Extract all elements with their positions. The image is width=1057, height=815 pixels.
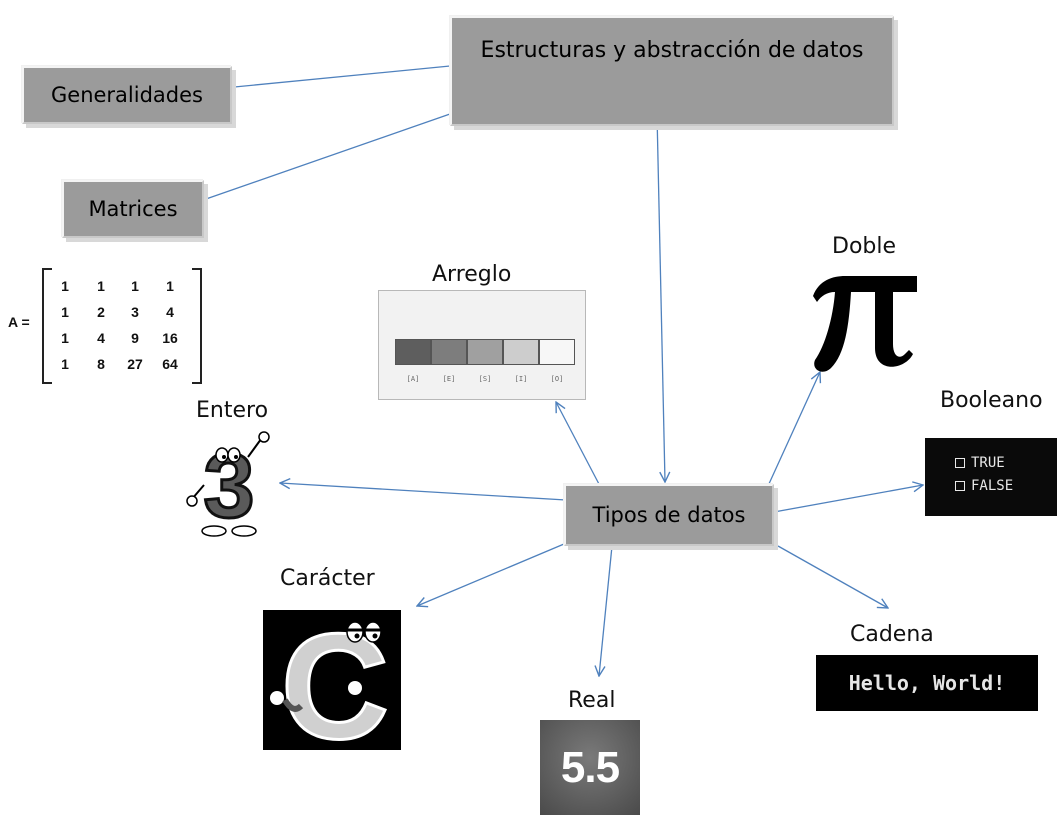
false-text: FALSE: [971, 478, 1014, 494]
arreglo-index: [I]: [514, 375, 528, 383]
matrix-cell: 1: [166, 278, 174, 294]
checkbox-false: FALSE: [955, 478, 1013, 494]
matrix-cell: 1: [61, 330, 69, 346]
arrow-tipos-to-arreglo: [556, 402, 601, 487]
node-estructuras: Estructuras y abstracción de datos: [450, 16, 894, 126]
matrix-bracket-right: [192, 268, 202, 384]
arrow-tipos-to-cadena: [777, 545, 888, 608]
number-three-cartoon-icon: 3: [186, 425, 272, 540]
node-tipos-de-datos: Tipos de datos: [564, 484, 774, 546]
label-arreglo: Arreglo: [432, 262, 512, 287]
checkbox-true: TRUE: [955, 455, 1005, 471]
arreglo-image: [A] [E] [S] [I] [O]: [378, 290, 586, 400]
cadena-text: Hello, World!: [848, 671, 1006, 695]
booleano-image: TRUE FALSE: [925, 438, 1057, 516]
matrix-cell: 8: [97, 356, 105, 372]
arrow-tipos-to-booleano: [773, 485, 923, 513]
pi-icon: [805, 266, 925, 376]
matrix-cell: 1: [61, 278, 69, 294]
matrix-cell: 4: [166, 304, 174, 320]
label-real: Real: [568, 688, 616, 713]
cadena-image: Hello, World!: [816, 655, 1038, 711]
arrow-tipos-to-entero: [280, 483, 567, 501]
checkbox-icon: [955, 458, 965, 468]
arrow-main-to-generalidades: [224, 65, 451, 88]
arreglo-index: [A]: [406, 375, 420, 383]
matrix-cell: 2: [97, 304, 105, 320]
matrix-cell: 1: [61, 304, 69, 320]
arreglo-cell: [395, 339, 431, 365]
matrix-cell: 1: [97, 278, 105, 294]
arrow-tipos-to-doble: [767, 372, 820, 487]
matrix-cell: 64: [162, 356, 178, 372]
true-text: TRUE: [971, 455, 1005, 471]
arreglo-index: [S]: [478, 375, 492, 383]
label-caracter: Carácter: [280, 566, 375, 591]
checkbox-icon: [955, 481, 965, 491]
node-matrices-label: Matrices: [88, 197, 178, 221]
matrix-cell: 16: [162, 330, 178, 346]
real-image: 5.5: [540, 720, 640, 815]
arreglo-cell: [467, 339, 503, 365]
matrix-bracket-left: [42, 268, 52, 384]
real-text: 5.5: [560, 742, 620, 792]
arrow-tipos-to-real: [599, 545, 613, 676]
matrix-image: A = 1 1 1 1 1 2 3 4 1 4 9 16 1 8 27 64: [2, 266, 212, 384]
matrix-cell: 9: [131, 330, 139, 346]
node-generalidades-label: Generalidades: [51, 83, 203, 107]
matrix-cell: 27: [127, 356, 143, 372]
arreglo-cell: [431, 339, 467, 365]
matrix-name: A =: [8, 314, 30, 330]
letter-c-cartoon-icon: C: [263, 610, 401, 750]
matrix-cell: 1: [61, 356, 69, 372]
label-doble: Doble: [832, 234, 897, 259]
arreglo-cell: [539, 339, 575, 365]
node-estructuras-label: Estructuras y abstracción de datos: [480, 38, 864, 63]
node-generalidades: Generalidades: [22, 66, 232, 124]
label-cadena: Cadena: [850, 622, 934, 647]
label-booleano: Booleano: [940, 388, 1043, 413]
arreglo-index: [O]: [550, 375, 564, 383]
arrow-main-to-tipos: [656, 113, 665, 482]
arreglo-cell: [503, 339, 539, 365]
matrix-cell: 3: [131, 304, 139, 320]
matrix-cell: 4: [97, 330, 105, 346]
label-entero: Entero: [196, 398, 269, 423]
arreglo-index: [E]: [442, 375, 456, 383]
node-matrices: Matrices: [62, 180, 204, 238]
arrow-main-to-matrices: [205, 113, 451, 200]
node-tipos-label: Tipos de datos: [592, 503, 746, 527]
entero-glyph: 3: [203, 435, 254, 537]
matrix-cell: 1: [131, 278, 139, 294]
arrow-tipos-to-caracter: [417, 543, 565, 606]
caracter-glyph: C: [281, 610, 389, 750]
